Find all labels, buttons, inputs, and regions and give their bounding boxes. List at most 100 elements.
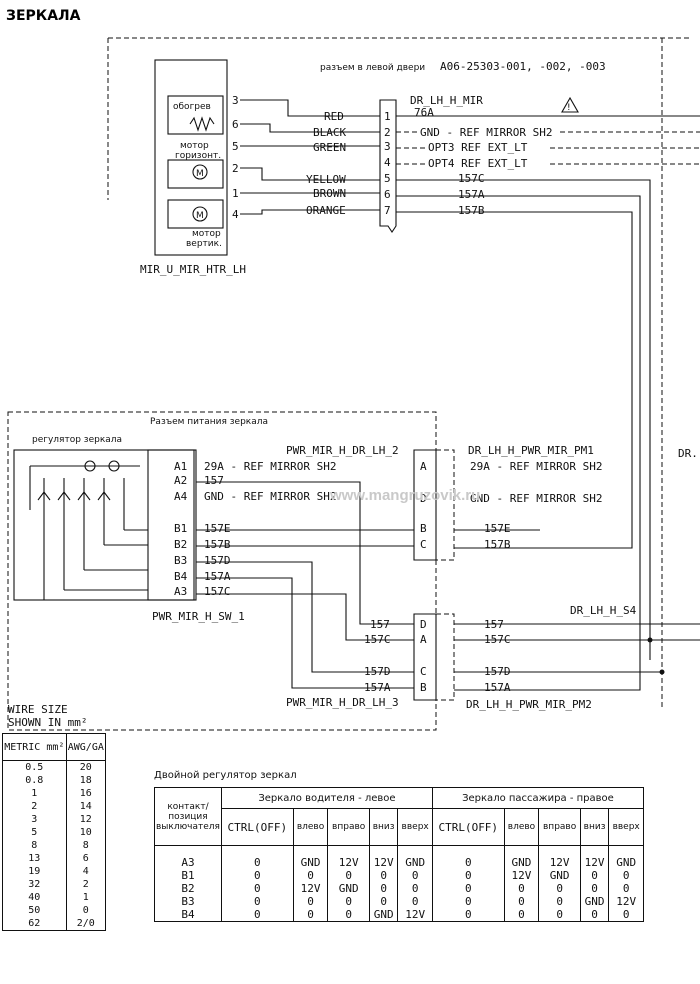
- mirror-pin-3: 3: [232, 94, 239, 107]
- motor-h-line2: горизонт.: [175, 151, 221, 161]
- switch-pin-a2: A2: [174, 474, 187, 487]
- wire-size-awg-cell: 6: [65, 852, 107, 865]
- conn2-name: PWR_MIR_H_DR_LH_2: [286, 444, 399, 457]
- switch-table-value-cell: 0: [368, 869, 399, 882]
- door-pin-6: 6: [384, 188, 391, 201]
- switch-pin-a1: A1: [174, 460, 187, 473]
- edge-label-dr: DR.: [678, 447, 698, 460]
- conn3-right-name: DR_LH_H_PWR_MIR_PM2: [466, 698, 592, 711]
- switch-table-value-cell: 0: [397, 869, 433, 882]
- wire-size-awg-cell: 2: [65, 878, 107, 891]
- wire-size-metric-cell: 40: [2, 891, 67, 904]
- wire-size-metric-cell: 2: [2, 800, 67, 813]
- conn3-right-157c: 157C: [484, 633, 511, 646]
- wire-size-metric-cell: 13: [2, 852, 67, 865]
- door-connector-block: [379, 99, 397, 233]
- wire-157a-door: [396, 195, 641, 691]
- warning-triangle-icon: !: [561, 96, 579, 113]
- door-connector-part-number: A06-25303-001, -002, -003: [440, 60, 606, 73]
- switch-table-value-cell: 12V: [327, 845, 370, 869]
- switch-table-driver-header: Зеркало водителя - левое: [220, 787, 433, 809]
- conn3-right-block: [436, 613, 455, 701]
- switch-table-value-cell: 0: [431, 869, 505, 882]
- door-pin-1: 1: [384, 110, 391, 123]
- conn2-right-157e: 157E: [484, 522, 511, 535]
- switch-table-value-cell: 0: [220, 882, 294, 895]
- switch-table-subheader: CTRL(OFF): [220, 808, 294, 846]
- conn3-pin-c: C: [420, 665, 427, 678]
- switch-table-subheader: CTRL(OFF): [431, 808, 505, 846]
- switch-table-value-cell: 0: [327, 869, 370, 882]
- wire-size-title-1: WIRE SIZE: [8, 703, 68, 716]
- door-right-opt3: OPT3 REF EXT_LT: [428, 141, 528, 154]
- power-section-caption: Разъем питания зеркала: [150, 417, 268, 427]
- switch-table-value-cell: 0: [431, 845, 505, 869]
- mirror-unit-box: [154, 59, 228, 256]
- mirror-pin-2: 2: [232, 162, 239, 175]
- conn2-pin-d: D: [420, 492, 427, 505]
- switch-table-value-cell: GND: [608, 845, 644, 869]
- wire-size-metric-cell: 50: [2, 904, 67, 917]
- switch-table-contact-cell: B1: [154, 869, 222, 882]
- switch-table-contact-cell: A3: [154, 845, 222, 869]
- wire-157c-sw: [196, 593, 414, 641]
- switch-table-value-cell: GND: [503, 845, 540, 869]
- conn2-right-name: DR_LH_H_PWR_MIR_PM1: [468, 444, 594, 457]
- wire-orange: [240, 209, 380, 215]
- switch-table-value-cell: GND: [538, 869, 581, 882]
- wire-yellow: [240, 167, 380, 181]
- motor-v-line2: вертик.: [186, 239, 222, 249]
- door-right-157a: 157A: [458, 188, 485, 201]
- switch-pin-a3: A3: [174, 585, 187, 598]
- switch-table-section: Двойной регулятор зеркал контакт/ позици…: [154, 770, 645, 922]
- switch-pin-block: [147, 449, 197, 601]
- conn2-right-157b: 157B: [484, 538, 511, 551]
- wire-157c-door: [396, 179, 651, 660]
- motor-v-line1: мотор: [192, 229, 221, 239]
- switch-table-value-cell: 0: [431, 895, 505, 908]
- switch-table-subheader: влево: [292, 808, 329, 846]
- wire-color-orange: ORANGE: [306, 204, 346, 217]
- mirror-pin-4: 4: [232, 208, 239, 221]
- switch-table-value-cell: GND: [292, 845, 329, 869]
- switch-table-value-cell: 0: [368, 882, 399, 895]
- door-pin-3: 3: [384, 140, 391, 153]
- heater-box: [167, 95, 224, 135]
- wire-size-awg-cell: 0: [65, 904, 107, 917]
- wire-size-metric-cell: 5: [2, 826, 67, 839]
- wire-size-metric-cell: 62: [2, 917, 67, 931]
- switch-table-value-cell: 0: [503, 895, 540, 908]
- door-pin-4: 4: [384, 156, 391, 169]
- switch-table-subheader: вниз: [579, 808, 610, 846]
- conn2-pin-c: C: [420, 538, 427, 551]
- switch-table-value-cell: GND: [368, 908, 399, 922]
- page-title: ЗЕРКАЛА: [6, 8, 81, 24]
- conn3-left-157: 157: [370, 618, 390, 631]
- switch-table-value-cell: 0: [503, 882, 540, 895]
- switch-table-value-cell: 0: [538, 882, 581, 895]
- conn3-right-157a: 157A: [484, 681, 511, 694]
- motor-h-line1: мотор: [180, 141, 209, 151]
- wire-size-awg-cell: 2/0: [65, 917, 107, 931]
- switch-table-value-cell: 12V: [503, 869, 540, 882]
- switch-table-value-cell: 0: [220, 845, 294, 869]
- door-right-opt4: OPT4 REF EXT_LT: [428, 157, 528, 170]
- switch-pin-a4: A4: [174, 490, 188, 503]
- conn3-left-157a: 157A: [364, 681, 391, 694]
- switch-internal-icon: [29, 460, 148, 601]
- wire-size-awg-cell: 8: [65, 839, 107, 852]
- switch-table-contact-header: контакт/ позиция выключателя: [154, 787, 222, 846]
